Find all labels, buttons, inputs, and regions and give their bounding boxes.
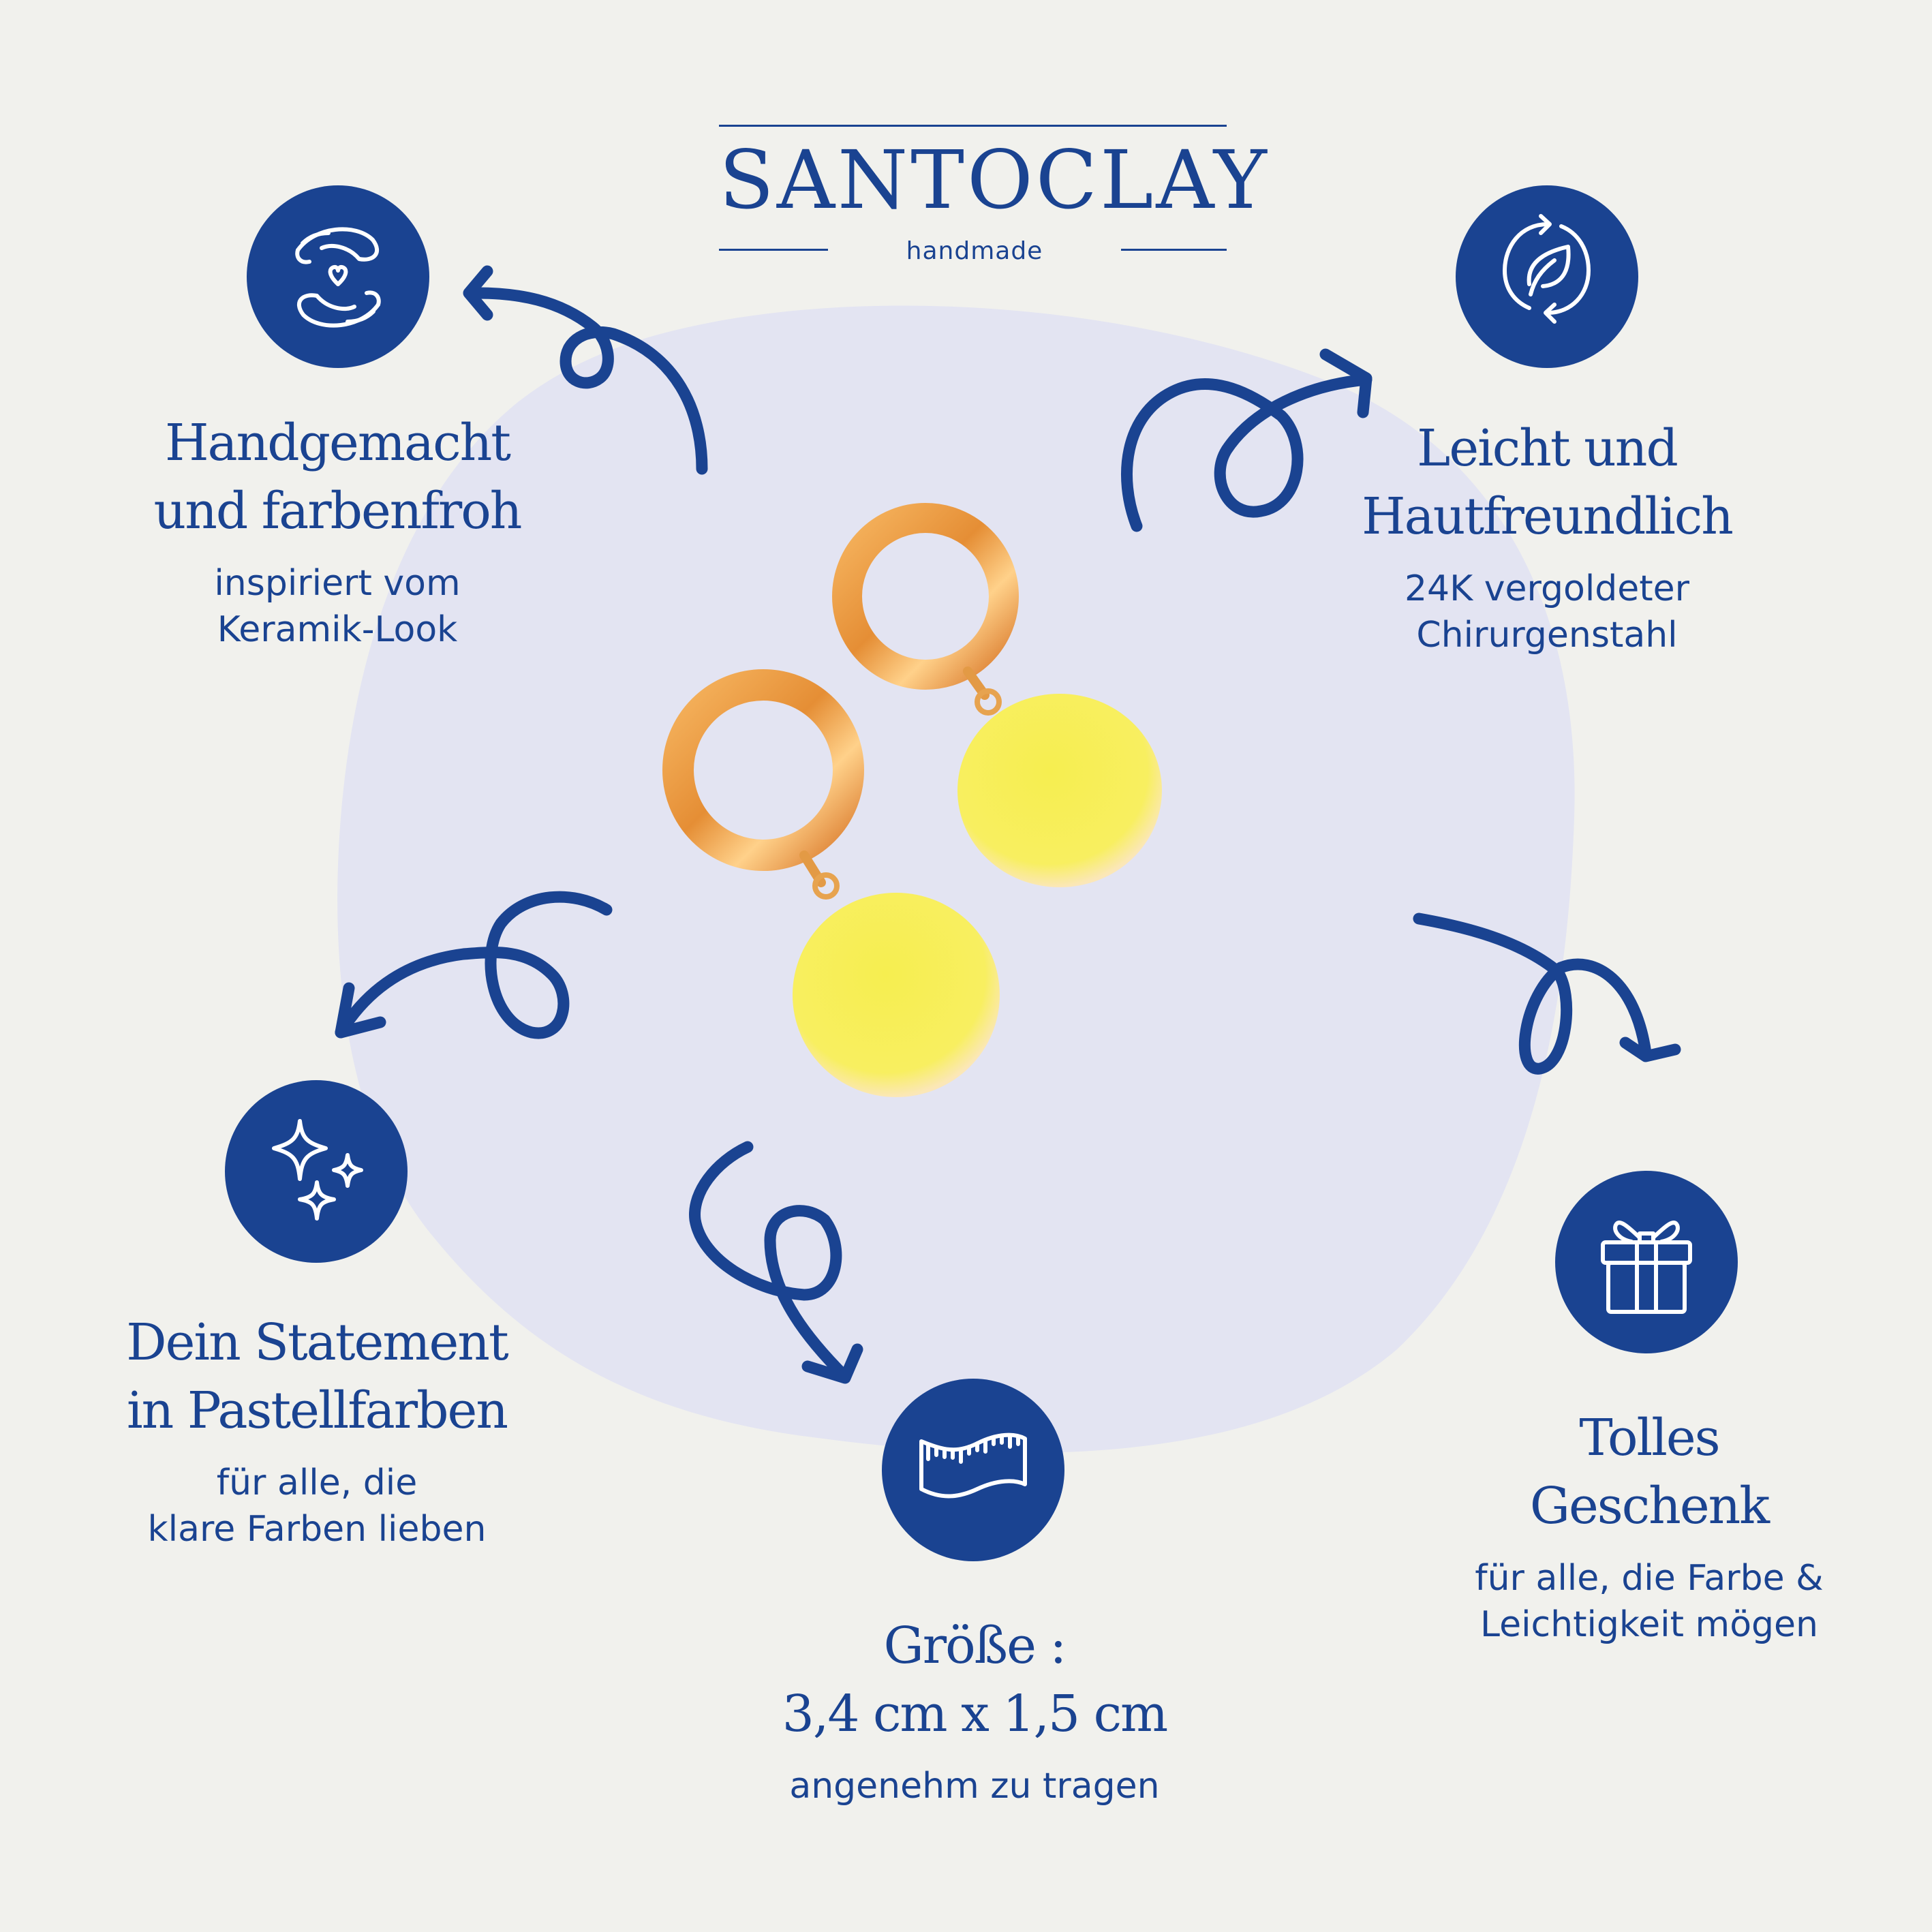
feature-subtitle-line: für alle, die Farbe & <box>1475 1558 1824 1599</box>
feature-title-line: Tolles <box>1579 1409 1720 1467</box>
arrow-to-leaf-icon <box>1121 348 1373 532</box>
feature-title-line: und farbenfroh <box>153 482 523 540</box>
earring-left <box>662 669 1000 1097</box>
feature-handmade: Handgemacht und farbenfroh inspiriert vo… <box>133 409 542 653</box>
feature-subtitle-line: 24K vergoldeter <box>1404 568 1690 609</box>
feature-size: Größe : 3,4 cm x 1,5 cm angenehm zu trag… <box>767 1612 1182 1809</box>
feature-subtitle-line: Chirurgenstahl <box>1416 615 1678 656</box>
feature-title-line: Leicht und <box>1417 419 1678 478</box>
logo-right-rule <box>1121 249 1227 251</box>
feature-title-line: 3,4 cm x 1,5 cm <box>782 1685 1168 1743</box>
logo-left-rule <box>719 249 828 251</box>
measuring-tape-icon <box>919 1432 1027 1499</box>
feature-title-line: Geschenk <box>1529 1477 1770 1535</box>
hands-heart-icon-badge <box>247 185 429 368</box>
earring-right <box>832 503 1162 887</box>
gift-icon-badge <box>1555 1171 1738 1353</box>
arrow-to-measuring-icon <box>689 1141 863 1384</box>
recycle-leaf-icon-badge <box>1456 185 1638 368</box>
feature-subtitle-line: Leichtigkeit mögen <box>1480 1604 1818 1645</box>
feature-subtitle-line: klare Farben lieben <box>147 1509 487 1550</box>
feature-title-line: Größe : <box>883 1616 1067 1675</box>
measuring-tape-icon-badge <box>882 1379 1064 1561</box>
brand-logo: SANTOCLAY <box>719 133 1270 227</box>
gift-icon <box>1601 1221 1692 1314</box>
feature-lightweight: Leicht und Hautfreundlich 24K vergoldete… <box>1343 414 1751 658</box>
arrow-to-sparkles-icon <box>335 891 613 1039</box>
recycle-leaf-icon <box>1503 214 1591 324</box>
feature-subtitle-line: Keramik-Look <box>217 609 458 650</box>
arrow-to-gift-icon <box>1413 913 1681 1075</box>
feature-subtitle-line: für alle, die <box>216 1462 418 1503</box>
sparkles-icon-badge <box>225 1080 408 1263</box>
feature-subtitle-line: inspiriert vom <box>214 563 461 604</box>
feature-title-line: Dein Statement <box>126 1313 508 1372</box>
feature-statement: Dein Statement in Pastellfarben für alle… <box>112 1308 521 1552</box>
arrow-to-handmade-icon <box>463 265 708 475</box>
hands-heart-icon <box>295 227 381 328</box>
brand-tagline: handmade <box>906 237 1043 265</box>
feature-subtitle-line: angenehm zu tragen <box>789 1766 1160 1807</box>
feature-title-line: Hautfreundlich <box>1362 487 1734 546</box>
feature-title-line: Handgemacht <box>165 414 511 472</box>
logo-top-rule <box>719 125 1227 127</box>
feature-title-line: in Pastellfarben <box>127 1381 508 1440</box>
sparkles-icon <box>272 1119 363 1221</box>
feature-gift: Tolles Geschenk für alle, die Farbe & Le… <box>1438 1404 1860 1648</box>
